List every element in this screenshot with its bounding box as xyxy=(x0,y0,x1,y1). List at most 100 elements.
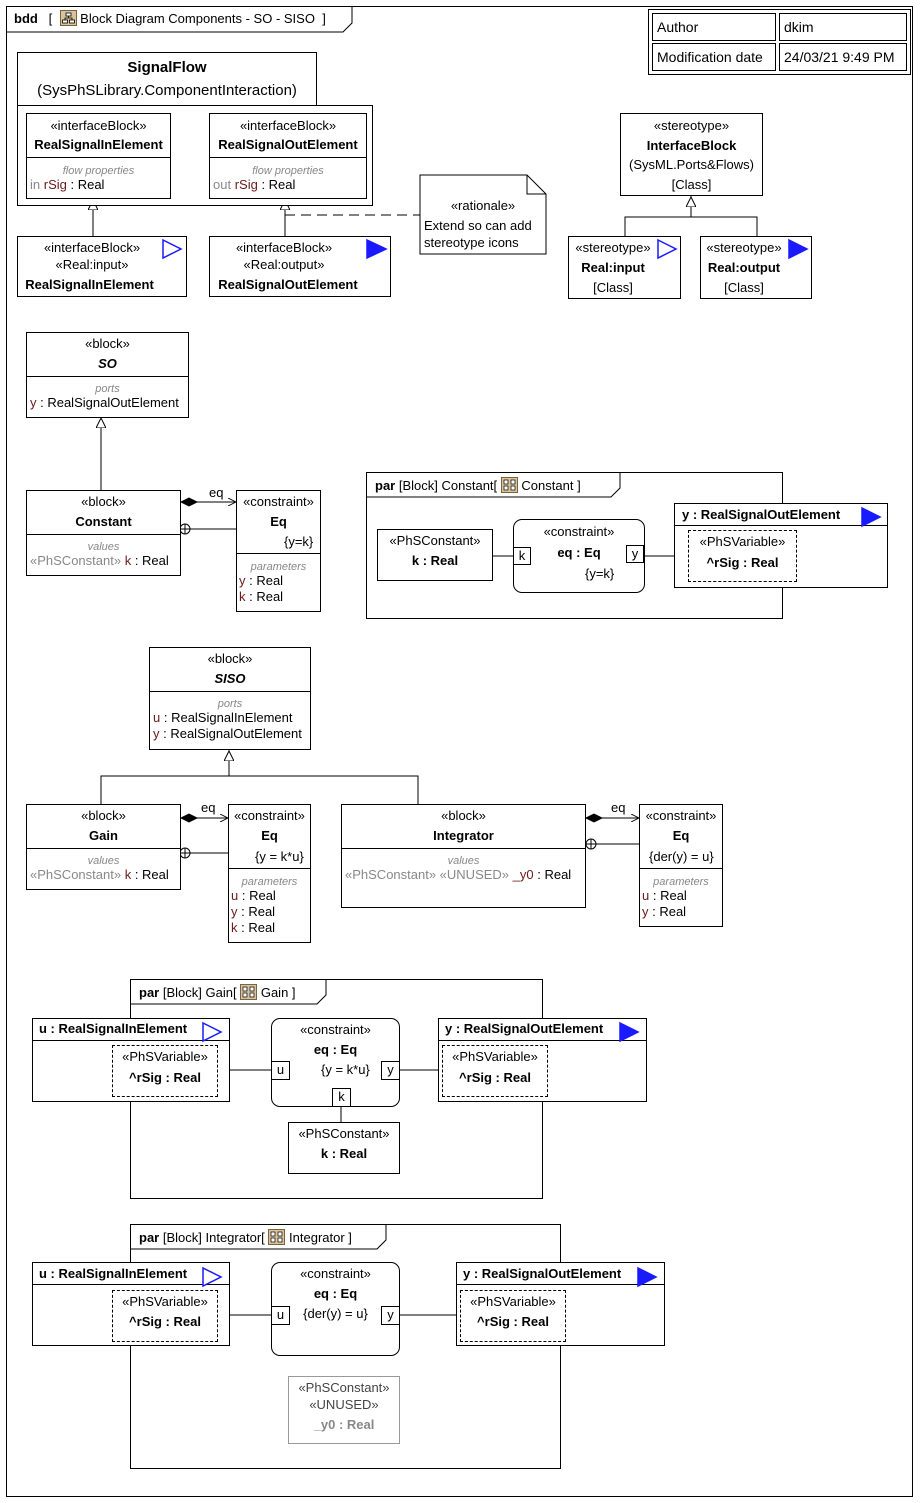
port-y-real-signal-out[interactable] xyxy=(438,1018,647,1102)
diagram-name: Block Diagram Components - SO - SISO xyxy=(80,11,315,26)
constraint-name: Eq xyxy=(672,828,690,843)
stereotype-name: Real:input xyxy=(581,260,645,275)
stereotype-name: Real:output xyxy=(707,260,781,275)
stereotype-label: «constraint» xyxy=(300,1266,371,1281)
constraint-constant-eq[interactable] xyxy=(236,490,321,612)
property-name: _y0 : Real xyxy=(313,1417,375,1432)
property-name: ^rSig : Real xyxy=(477,1314,549,1329)
interfaceblock-real-signal-in[interactable] xyxy=(26,113,171,199)
signalflow-subtitle: (SysPhSLibrary.ComponentInteraction) xyxy=(37,82,297,99)
stereotype-owner: (SysML.Ports&Flows) xyxy=(629,157,754,172)
phsvariable-rsig[interactable] xyxy=(112,1290,218,1342)
compartment-label: flow properties xyxy=(252,165,324,177)
parameter-port-u[interactable]: u xyxy=(271,1061,290,1080)
constraint-expression: {der(y) = u} xyxy=(303,1306,368,1321)
constraint-expression: {der(y) = u} xyxy=(649,849,714,864)
parameter: u : Real xyxy=(642,888,687,903)
block-gain[interactable] xyxy=(26,804,181,890)
constraint-name: Eq xyxy=(261,828,278,843)
signalflow-title: SignalFlow xyxy=(127,59,207,76)
block-name: RealSignalOutElement xyxy=(218,277,358,292)
port-y-real-signal-out[interactable] xyxy=(674,503,888,588)
property-name: ^rSig : Real xyxy=(129,1070,201,1085)
parameter-port-k[interactable]: k xyxy=(513,547,531,565)
property-name: k : Real xyxy=(320,1146,368,1161)
phsvariable-rsig[interactable] xyxy=(460,1290,566,1342)
rationale-text: Extend so can add xyxy=(424,218,532,233)
interfaceblock-real-signal-out[interactable] xyxy=(209,113,367,199)
diagram-kind: bdd xyxy=(14,11,38,26)
bdd-header: bdd [ Block Diagram Components - SO - SI… xyxy=(14,10,326,26)
phsvariable-rsig[interactable] xyxy=(442,1045,548,1097)
stereotype-label: «PhSConstant» xyxy=(298,1126,390,1141)
interfaceblock-real-input[interactable] xyxy=(17,236,187,297)
parameter-port-y[interactable]: y xyxy=(626,545,644,563)
port-name: u : RealSignalInElement xyxy=(39,1266,188,1281)
parameter: u : Real xyxy=(231,888,276,903)
block-siso[interactable] xyxy=(149,647,311,750)
compartment-label: parameters xyxy=(241,876,298,888)
stereotype-label: «Real:output» xyxy=(243,257,325,272)
date-value: 24/03/21 9:49 PM xyxy=(784,49,895,65)
constraint-integrator-eq[interactable] xyxy=(639,804,723,927)
parameter-port-y[interactable]: y xyxy=(381,1061,400,1080)
phsconstant-k[interactable] xyxy=(377,529,493,581)
constraint-expression: {y=k} xyxy=(284,534,314,549)
stereotype-label: «block» xyxy=(81,494,126,509)
association-role-label: eq xyxy=(209,485,224,500)
constraint-name: eq : Eq xyxy=(557,545,601,560)
stereotype-label: «constraint» xyxy=(543,524,615,539)
phsvariable-rsig[interactable] xyxy=(112,1045,218,1097)
block-constant[interactable] xyxy=(26,490,181,576)
phsconstant-k[interactable] xyxy=(288,1122,400,1174)
property-name: ^rSig : Real xyxy=(129,1314,201,1329)
constraint-expression: {y = k*u} xyxy=(321,1062,370,1077)
value-property: «PhSConstant» k : Real xyxy=(30,553,169,568)
stereotype-label: «stereotype» xyxy=(653,118,730,133)
port-property: u : RealSignalInElement xyxy=(153,710,293,725)
property-name: k : Real xyxy=(411,553,459,568)
par-integrator-header: par [Block] Integrator[ Integrator ] xyxy=(139,1229,352,1245)
parameter-port-k[interactable]: k xyxy=(332,1088,351,1107)
parameter-port-y[interactable]: y xyxy=(381,1306,400,1325)
block-so[interactable] xyxy=(26,332,189,418)
parameter: y : Real xyxy=(642,904,687,919)
block-integrator[interactable] xyxy=(341,804,586,908)
metaclass-label: [Class] xyxy=(593,280,633,295)
stereotype-interfaceblock[interactable] xyxy=(620,113,763,196)
block-icon xyxy=(500,477,518,493)
block-name: Constant xyxy=(75,514,132,529)
parameter: k : Real xyxy=(231,920,276,935)
property-name: ^rSig : Real xyxy=(706,555,779,570)
stereotype-label: «stereotype» xyxy=(575,240,651,255)
port-name: y : RealSignalOutElement xyxy=(445,1021,604,1036)
par-gain-header: par [Block] Gain[ Gain ] xyxy=(139,984,296,1000)
phsvariable-rsig[interactable] xyxy=(688,530,797,582)
port-name: u : RealSignalInElement xyxy=(39,1021,188,1036)
compartment-label: ports xyxy=(95,383,120,395)
parameter: k : Real xyxy=(239,589,284,604)
port-name: y : RealSignalOutElement xyxy=(682,507,841,522)
port-property: y : RealSignalOutElement xyxy=(153,726,302,741)
constraint-gain-eq[interactable] xyxy=(228,804,311,943)
parameter-port-u[interactable]: u xyxy=(271,1306,290,1325)
stereotype-label: «interfaceBlock» xyxy=(43,240,141,255)
parameter: y : Real xyxy=(231,904,276,919)
block-name: Gain xyxy=(89,828,118,843)
compartment-label: parameters xyxy=(250,561,307,573)
compartment-label: values xyxy=(447,855,480,867)
stereotype-label: «PhSVariable» xyxy=(699,534,786,549)
stereotype-name: InterfaceBlock xyxy=(646,138,737,153)
stereotype-label: «PhSVariable» xyxy=(122,1049,208,1064)
association-role-label: eq xyxy=(611,800,626,815)
association-role-label: eq xyxy=(201,800,216,815)
phsconstant-y0-unused[interactable] xyxy=(288,1376,400,1444)
compartment-label: values xyxy=(87,855,120,867)
port-u-real-signal-in[interactable] xyxy=(32,1262,230,1346)
port-u-real-signal-in[interactable] xyxy=(32,1018,230,1102)
bdd-frame xyxy=(6,6,913,1497)
value-property: «PhSConstant» «UNUSED» _y0 : Real xyxy=(345,867,572,882)
port-y-real-signal-out[interactable] xyxy=(456,1262,665,1346)
author-label: Author xyxy=(657,19,699,35)
interfaceblock-real-output[interactable] xyxy=(209,236,391,297)
